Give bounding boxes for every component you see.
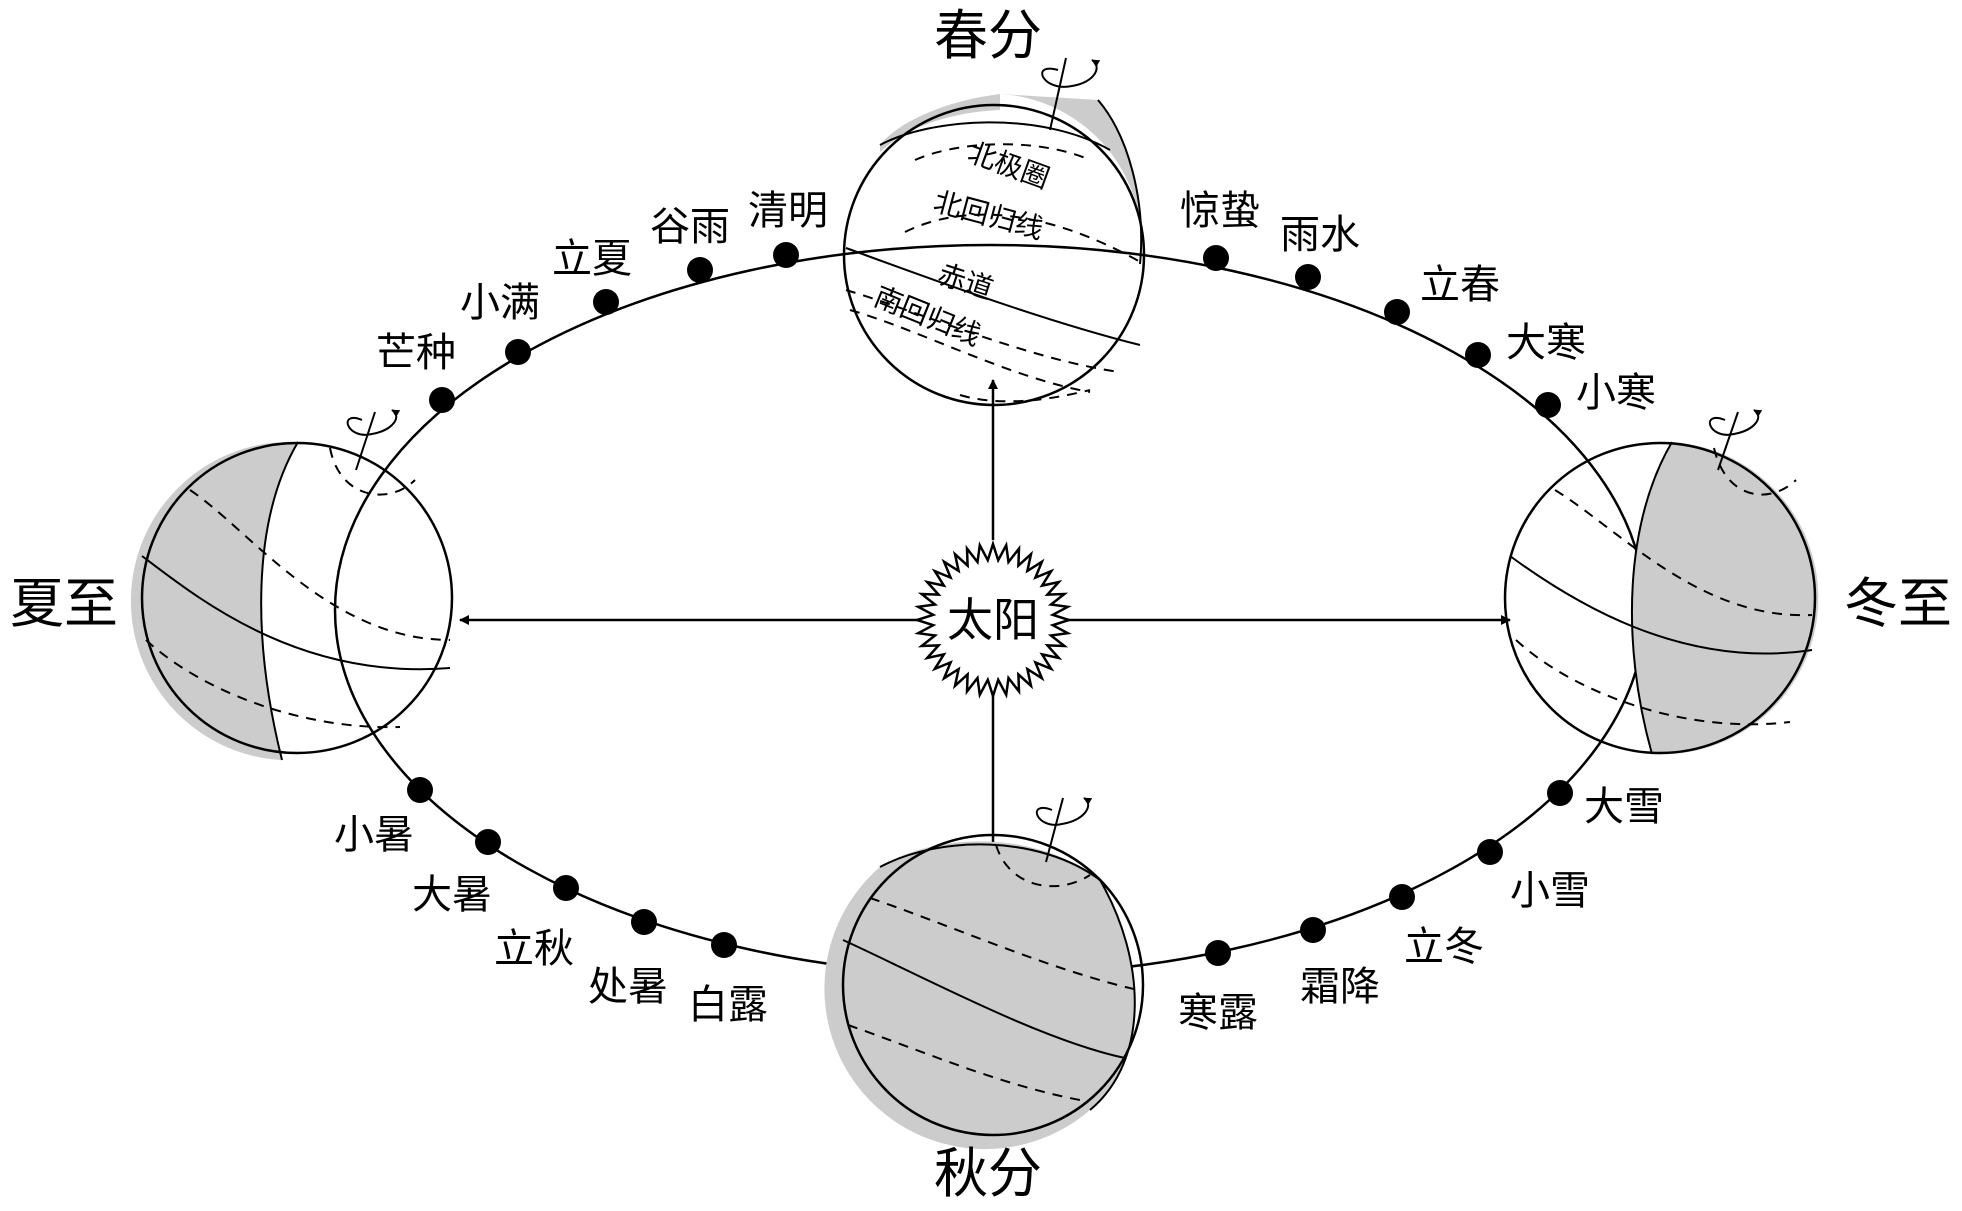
term-label: 雨水	[1280, 212, 1360, 258]
term-label: 清明	[748, 188, 828, 234]
rotation-arrow-summer	[346, 409, 401, 436]
dot-guyu	[687, 257, 713, 283]
term-label: 立冬	[1404, 924, 1484, 970]
label-tropic-cancer: 北回归线	[930, 185, 1047, 246]
dot-lixia	[593, 289, 619, 315]
season-label-spring: 春分	[934, 4, 1042, 67]
dot-dashu	[475, 829, 501, 855]
dot-liqiu	[553, 875, 579, 901]
season-label-winter: 冬至	[1844, 572, 1952, 635]
axis-spring	[1049, 57, 1067, 131]
dot-shuangjiang	[1300, 917, 1326, 943]
rotation-arrow-autumn	[1035, 797, 1093, 826]
globe-spring: 北极圈 北回归线 赤道 南回归线	[842, 57, 1146, 407]
night-side-spring	[1000, 94, 1142, 264]
term-label: 小寒	[1576, 370, 1656, 416]
axis-autumn	[1045, 797, 1064, 863]
sun-label: 太阳	[947, 593, 1039, 647]
term-label: 小雪	[1510, 868, 1590, 914]
term-label: 小暑	[334, 812, 414, 858]
globe-winter	[1503, 409, 1819, 755]
dot-xiaohan	[1535, 392, 1561, 418]
term-label: 立秋	[494, 926, 574, 972]
term-label: 大暑	[412, 872, 492, 918]
term-label: 寒露	[1178, 990, 1258, 1036]
label-equator: 赤道	[934, 257, 997, 306]
dot-dahan	[1465, 342, 1491, 368]
night-side-spring-left	[880, 94, 1000, 152]
sun-rays	[459, 379, 1511, 842]
term-label: 立夏	[552, 236, 632, 282]
dot-chushu	[631, 909, 657, 935]
sun: 太阳	[912, 539, 1074, 701]
season-label-summer: 夏至	[10, 572, 118, 635]
term-label: 白露	[688, 982, 768, 1028]
globe-summer	[130, 409, 454, 761]
dot-daxue	[1547, 780, 1573, 806]
term-label: 立春	[1420, 262, 1500, 308]
dot-bailu	[711, 932, 737, 958]
term-label: 大雪	[1584, 784, 1664, 830]
dot-mangzhong	[429, 387, 455, 413]
rotation-arrow-winter	[1708, 409, 1763, 436]
night-side-autumn	[824, 841, 1135, 1150]
axis-summer	[355, 411, 376, 471]
rotation-arrow-spring	[1041, 59, 1101, 88]
term-label: 小满	[460, 280, 540, 326]
night-side-summer	[130, 441, 298, 760]
dot-qingming	[773, 242, 799, 268]
globe-autumn	[824, 797, 1145, 1150]
term-label: 谷雨	[650, 204, 730, 250]
solar-term-dots	[407, 242, 1573, 966]
dot-hanlu	[1205, 940, 1231, 966]
term-label: 大寒	[1506, 320, 1586, 366]
dot-xiaoman	[505, 339, 531, 365]
solar-term-labels: 清明 谷雨 立夏 小满 芒种 惊蛰 雨水 立春 大寒 小寒 小暑 大暑 立秋 处…	[334, 188, 1664, 1036]
term-label: 处暑	[588, 964, 668, 1010]
dot-jingzhe	[1203, 245, 1229, 271]
dot-lichun	[1384, 299, 1410, 325]
dot-xiaoshu	[407, 777, 433, 803]
axis-winter	[1717, 411, 1739, 471]
dot-yushui	[1295, 264, 1321, 290]
sun-icon	[912, 539, 1074, 701]
season-label-autumn: 秋分	[934, 1142, 1042, 1205]
night-side-winter	[1631, 442, 1819, 755]
dot-xiaoxue	[1477, 839, 1503, 865]
term-label: 芒种	[376, 330, 456, 376]
term-label: 惊蛰	[1180, 188, 1260, 234]
term-label: 霜降	[1300, 964, 1380, 1010]
dot-lidong	[1389, 884, 1415, 910]
